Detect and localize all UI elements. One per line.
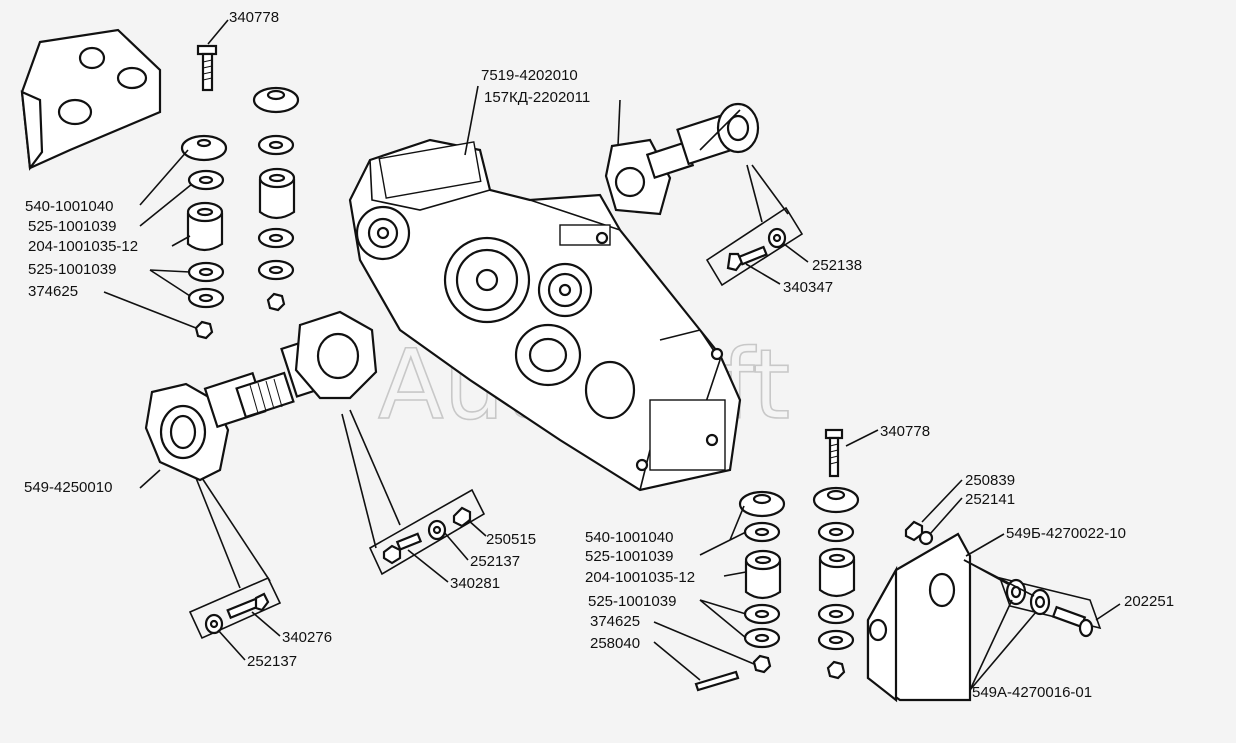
label-cushion-upper-left: 540-1001040 bbox=[25, 198, 113, 215]
left-cardan-shaft bbox=[144, 310, 378, 482]
label-cardan-top: 157КД-2202011 bbox=[484, 89, 590, 106]
right-mounting-bracket bbox=[866, 520, 972, 703]
label-bolt-mid: 340281 bbox=[450, 575, 500, 592]
label-cushion-upper-right: 540-1001040 bbox=[585, 529, 673, 546]
label-nut-right: 250839 bbox=[965, 472, 1015, 489]
label-bracket-right: 549Б-4270022-10 bbox=[1006, 525, 1126, 542]
label-washer-upper-left: 525-1001039 bbox=[28, 218, 116, 235]
bottom-left-fastener-box bbox=[188, 477, 282, 640]
leader-lines bbox=[103, 19, 1121, 691]
label-bushing-left: 204-1001035-12 bbox=[28, 238, 138, 255]
left-mount-stack-2 bbox=[252, 86, 300, 312]
label-washer-lower-right: 525-1001039 bbox=[588, 593, 676, 610]
label-washer-right: 252141 bbox=[965, 491, 1015, 508]
label-gearbox: 7519-4202010 bbox=[481, 67, 578, 84]
label-bolt-top-right: 340347 bbox=[783, 279, 833, 296]
label-washer-bottom-left: 252137 bbox=[247, 653, 297, 670]
label-bolt-top-left: 340778 bbox=[229, 9, 279, 26]
label-cotter-pin: 258040 bbox=[590, 635, 640, 652]
cotter-pin bbox=[694, 670, 740, 692]
label-washer-top-right: 252138 bbox=[812, 257, 862, 274]
label-bolt-bottom-left: 340276 bbox=[282, 629, 332, 646]
top-right-fastener-box bbox=[705, 164, 804, 287]
right-mount-stack bbox=[738, 428, 860, 680]
left-mounting-bracket bbox=[20, 28, 162, 171]
label-nut-lower-right: 374625 bbox=[590, 613, 640, 630]
label-bolt-far-right: 202251 bbox=[1124, 593, 1174, 610]
label-bushing-right: 204-1001035-12 bbox=[585, 569, 695, 586]
label-nut-mid: 250515 bbox=[486, 531, 536, 548]
left-mount-stack bbox=[180, 44, 228, 340]
label-bolt-right: 340778 bbox=[880, 423, 930, 440]
label-nut-left: 374625 bbox=[28, 283, 78, 300]
label-cardan-left: 549-4250010 bbox=[24, 479, 112, 496]
label-washers-far-right: 549А-4270016-01 bbox=[972, 684, 1092, 701]
label-washer-lower-left: 525-1001039 bbox=[28, 261, 116, 278]
label-washer-upper-right: 525-1001039 bbox=[585, 548, 673, 565]
top-cardan-shaft bbox=[604, 102, 760, 216]
label-washer-mid: 252137 bbox=[470, 553, 520, 570]
gearbox-housing bbox=[348, 138, 742, 492]
part-labels: 340778 540-1001040 525-1001039 204-10010… bbox=[24, 9, 1174, 701]
middle-fastener-box bbox=[341, 409, 486, 576]
